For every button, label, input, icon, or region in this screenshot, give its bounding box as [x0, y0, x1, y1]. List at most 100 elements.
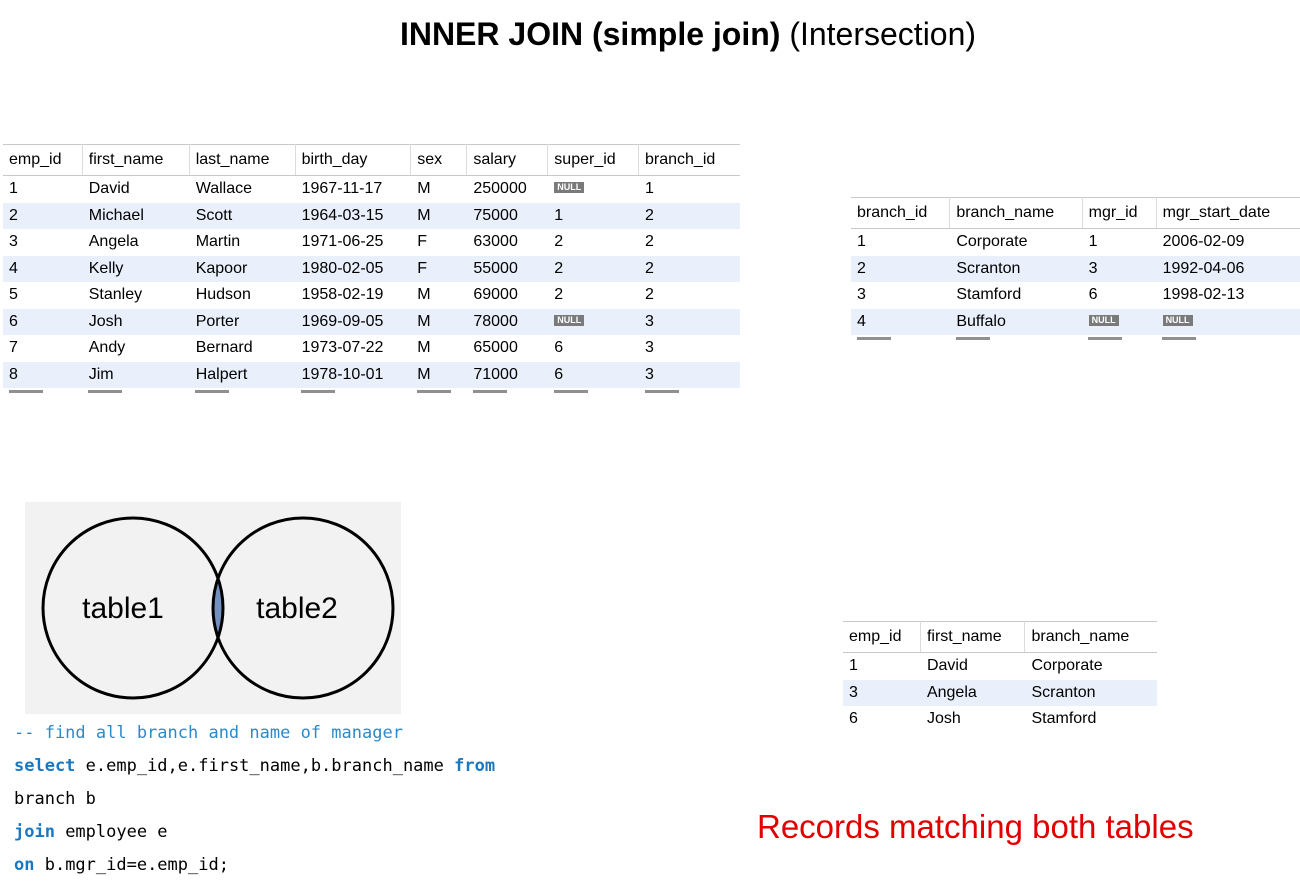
cell-mgr-start-date[interactable]: 1992-04-06 [1156, 255, 1300, 282]
cell-first-name[interactable]: Josh [926, 710, 961, 728]
column-header-branch-id[interactable]: branch_id [851, 197, 951, 229]
table-row[interactable]: 6 Josh Stamford [843, 706, 1157, 733]
cell-super-id[interactable]: 2 [554, 286, 564, 304]
cell-birth-day[interactable]: 1969-09-05 [295, 308, 411, 335]
cell-sex[interactable]: M [410, 308, 467, 335]
cell-salary[interactable]: 250000 [473, 180, 527, 198]
cell-emp-id[interactable]: 5 [9, 286, 18, 304]
cell-first-name[interactable]: David [88, 180, 130, 198]
cell-emp-id[interactable]: 1 [849, 657, 858, 675]
cell-birth-day[interactable]: 1978-10-01 [295, 361, 411, 388]
cell-salary[interactable]: 75000 [466, 202, 548, 229]
cell-branch-id[interactable]: 1 [857, 233, 866, 251]
cell-last-name[interactable]: Porter [189, 308, 296, 335]
cell-branch-id[interactable]: 2 [638, 255, 740, 282]
cell-first-name[interactable]: Kelly [82, 255, 190, 282]
cell-first-name[interactable]: Josh [82, 308, 190, 335]
cell-salary[interactable]: 69000 [473, 286, 518, 304]
cell-emp-id[interactable]: 2 [3, 202, 83, 229]
cell-birth-day[interactable]: 1964-03-15 [295, 202, 411, 229]
cell-mgr-id[interactable]: 3 [1082, 255, 1157, 282]
cell-last-name[interactable]: Bernard [195, 339, 253, 357]
cell-branch-name[interactable]: Buffalo [949, 308, 1083, 335]
cell-salary[interactable]: 63000 [473, 233, 518, 251]
table-row[interactable]: 3 Stamford 6 1998-02-13 [851, 282, 1300, 309]
cell-birth-day[interactable]: 1971-06-25 [301, 233, 384, 251]
column-header-super-id[interactable]: super_id [547, 144, 639, 176]
cell-branch-name[interactable]: Corporate [1031, 657, 1103, 675]
column-header-branch-name[interactable]: branch_name [1024, 621, 1157, 653]
cell-salary[interactable]: 65000 [473, 339, 518, 357]
cell-branch-name[interactable]: Stamford [956, 286, 1022, 304]
cell-first-name[interactable]: Jim [82, 361, 190, 388]
cell-branch-id[interactable]: 3 [638, 308, 740, 335]
cell-emp-id[interactable]: 4 [3, 255, 83, 282]
cell-emp-id[interactable]: 7 [9, 339, 18, 357]
cell-super-id[interactable]: NULL [547, 308, 639, 335]
cell-super-id[interactable]: NULL [548, 176, 639, 203]
column-header-first-name[interactable]: first_name [82, 144, 190, 176]
cell-birth-day[interactable]: 1973-07-22 [301, 339, 384, 357]
column-header-branch-id[interactable]: branch_id [638, 144, 740, 176]
column-header-mgr-id[interactable]: mgr_id [1082, 197, 1157, 229]
cell-emp-id[interactable]: 3 [9, 233, 18, 251]
cell-branch-id[interactable]: 3 [857, 286, 866, 304]
cell-branch-id[interactable]: 2 [645, 233, 654, 251]
cell-first-name[interactable]: Angela [88, 233, 139, 251]
cell-last-name[interactable]: Wallace [195, 180, 253, 198]
cell-branch-name[interactable]: Scranton [949, 255, 1083, 282]
column-header-mgr-start-date[interactable]: mgr_start_date [1156, 197, 1300, 229]
cell-super-id[interactable]: 6 [554, 339, 564, 357]
cell-first-name[interactable]: Michael [82, 202, 190, 229]
cell-birth-day[interactable]: 1980-02-05 [295, 255, 411, 282]
cell-first-name[interactable]: Andy [88, 339, 126, 357]
cell-branch-name[interactable]: Scranton [1024, 679, 1157, 706]
cell-branch-id[interactable]: 2 [851, 255, 950, 282]
cell-last-name[interactable]: Hudson [195, 286, 251, 304]
cell-branch-name[interactable]: Stamford [1031, 710, 1097, 728]
cell-mgr-start-date[interactable]: 2006-02-09 [1162, 233, 1245, 251]
cell-emp-id[interactable]: 3 [843, 679, 921, 706]
cell-salary[interactable]: 71000 [466, 361, 548, 388]
column-header-emp-id[interactable]: emp_id [843, 621, 921, 653]
cell-super-id[interactable]: 2 [547, 255, 639, 282]
cell-first-name[interactable]: Stanley [88, 286, 143, 304]
cell-mgr-start-date[interactable]: 1998-02-13 [1162, 286, 1245, 304]
cell-branch-id[interactable]: 1 [645, 180, 654, 198]
cell-last-name[interactable]: Scott [189, 202, 296, 229]
column-header-last-name[interactable]: last_name [189, 144, 296, 176]
cell-super-id[interactable]: 1 [547, 202, 639, 229]
cell-mgr-id[interactable]: 1 [1088, 233, 1098, 251]
cell-branch-id[interactable]: 4 [851, 308, 950, 335]
cell-emp-id[interactable]: 6 [849, 710, 858, 728]
column-header-salary[interactable]: salary [466, 144, 549, 176]
cell-last-name[interactable]: Martin [195, 233, 241, 251]
column-header-emp-id[interactable]: emp_id [3, 144, 83, 176]
cell-mgr-start-date[interactable]: NULL [1156, 308, 1300, 335]
cell-mgr-id[interactable]: 6 [1088, 286, 1098, 304]
cell-branch-id[interactable]: 3 [638, 361, 740, 388]
column-header-branch-name[interactable]: branch_name [949, 197, 1083, 229]
cell-super-id[interactable]: 6 [547, 361, 639, 388]
cell-emp-id[interactable]: 1 [9, 180, 18, 198]
cell-salary[interactable]: 78000 [466, 308, 548, 335]
cell-birth-day[interactable]: 1958-02-19 [301, 286, 384, 304]
cell-mgr-id[interactable]: NULL [1082, 308, 1157, 335]
cell-salary[interactable]: 55000 [466, 255, 548, 282]
cell-first-name[interactable]: Angela [920, 679, 1025, 706]
cell-emp-id[interactable]: 6 [3, 308, 83, 335]
cell-branch-id[interactable]: 3 [645, 339, 654, 357]
cell-sex[interactable]: M [417, 286, 431, 304]
cell-branch-id[interactable]: 2 [638, 202, 740, 229]
cell-sex[interactable]: M [417, 180, 431, 198]
